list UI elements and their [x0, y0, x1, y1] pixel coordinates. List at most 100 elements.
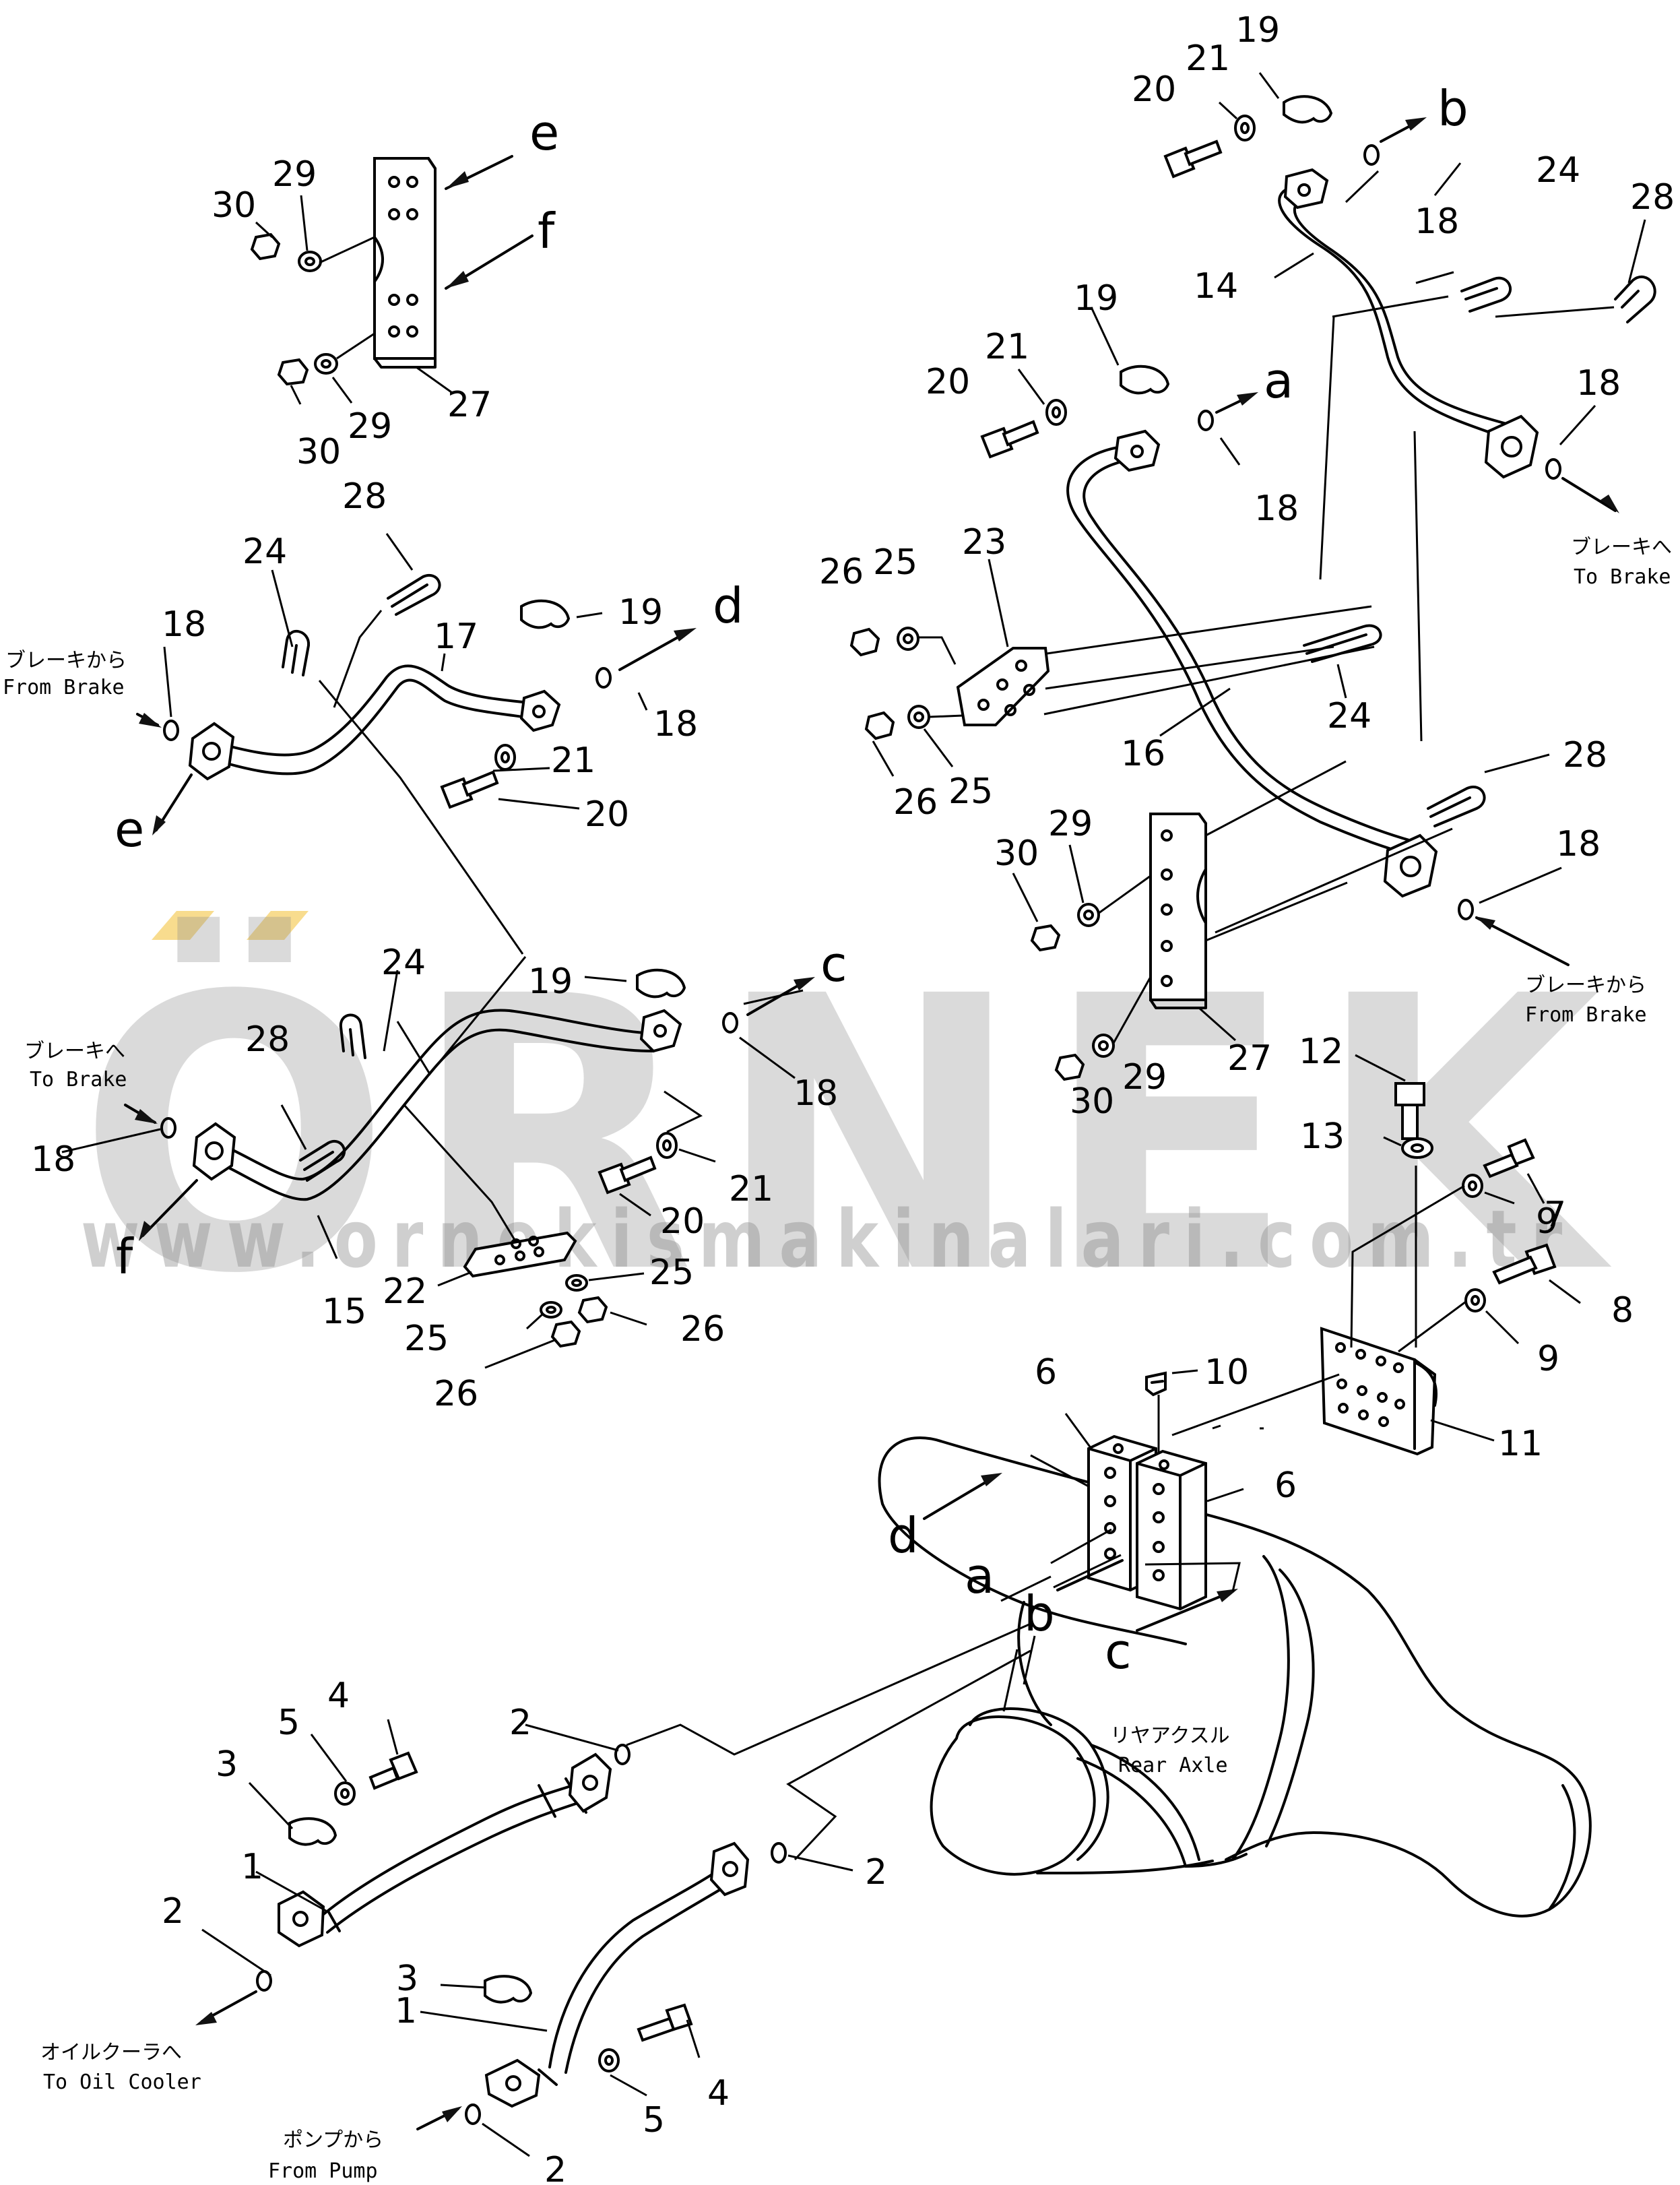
watermark-url: www.ornekismakinalari.com.tr: [81, 1193, 1576, 1286]
bolt-20: [440, 770, 499, 809]
callout-21: 21: [985, 327, 1029, 367]
callout-29: 29: [272, 154, 317, 195]
callout-16: 16: [1121, 734, 1165, 774]
callout-10: 10: [1204, 1352, 1249, 1393]
u-bolt-24: [282, 630, 311, 676]
plate-22: [463, 1231, 577, 1278]
callout-3: 3: [216, 1744, 238, 1785]
plate-27-left: [373, 157, 437, 360]
washer-25: [907, 705, 930, 729]
callout-3: 3: [396, 1959, 418, 1999]
watermark-accent-mark: [152, 911, 309, 940]
flange-14-bottom: [1484, 414, 1539, 479]
callout-7: 7: [1544, 1195, 1566, 1235]
note-from-brake-en: From Brake: [1525, 1003, 1647, 1027]
clamp-19: [1120, 365, 1170, 395]
u-bolt-24: [339, 1013, 366, 1059]
callout-18: 18: [653, 704, 698, 745]
nut-30: [277, 358, 309, 386]
flange-15-right: [639, 1009, 682, 1053]
u-bolt-24: [1303, 624, 1382, 663]
callout-18: 18: [794, 1073, 838, 1114]
conn-label-b: b: [1024, 1585, 1055, 1642]
callout-1: 1: [241, 1847, 263, 1887]
callout-28: 28: [342, 476, 387, 517]
callout-20: 20: [926, 362, 970, 402]
callout-17: 17: [434, 616, 478, 657]
callout-29: 29: [1122, 1057, 1167, 1098]
callout-25: 25: [873, 542, 917, 583]
callout-27: 27: [1227, 1038, 1272, 1079]
hose-1-fitting-bottom: [484, 2058, 541, 2108]
conn-label-d: d: [888, 1507, 919, 1564]
washer-5: [334, 1781, 356, 1806]
conn-label-f: f: [538, 203, 556, 259]
note-to-brake-en: To Brake: [30, 1068, 127, 1091]
nut-26: [849, 627, 880, 657]
callout-18: 18: [162, 604, 206, 645]
clamp-19: [520, 599, 571, 629]
callout-23: 23: [962, 522, 1006, 563]
callout-27: 27: [447, 385, 492, 425]
bolt-20: [597, 1155, 657, 1195]
callout-25: 25: [948, 771, 993, 812]
conn-label-e: e: [115, 801, 144, 858]
callout-2: 2: [162, 1891, 184, 1932]
callout-20: 20: [660, 1201, 705, 1242]
note-rear-axle-en: Rear Axle: [1118, 1754, 1228, 1777]
callout-24: 24: [381, 943, 426, 983]
bolt-8: [1492, 1243, 1557, 1285]
callout-19: 19: [618, 592, 663, 633]
nut-30: [250, 232, 281, 261]
callout-29: 29: [348, 406, 392, 447]
conn-label-f: f: [116, 1228, 134, 1285]
callout-18: 18: [1254, 488, 1299, 529]
callout-26: 26: [680, 1309, 725, 1350]
clamp-19: [1283, 95, 1333, 124]
callout-21: 21: [551, 740, 595, 781]
u-bolt-28: [1614, 275, 1656, 323]
hose-1-fitting-top: [709, 1841, 750, 1897]
note-from-brake-jp: ブレーキから: [1525, 974, 1646, 997]
note-rear-axle-jp: リヤアクスル: [1110, 1724, 1230, 1748]
note-from-brake-jp: ブレーキから: [5, 649, 127, 672]
washer-25: [565, 1274, 588, 1292]
callout-28: 28: [1630, 177, 1675, 218]
washer-21: [656, 1132, 678, 1159]
callout-6: 6: [1035, 1352, 1057, 1393]
rear-axle-housing: [878, 1436, 1592, 1918]
clamp-19: [636, 968, 686, 999]
callout-26: 26: [434, 1374, 478, 1414]
top-right-group: b 20 21 19 18 14 24 28 18 ブレーキへ To Brake…: [819, 10, 1675, 1122]
flange-15-left: [192, 1122, 236, 1181]
nut-30: [1030, 924, 1061, 952]
bracket-11-group: 12 13 7 9 8 9 10 11: [1145, 1032, 1634, 1481]
pipe-17-group: 18 ブレーキから From Brake 24 28 17 19 d 18 21…: [3, 476, 744, 955]
note-to-brake-en: To Brake: [1574, 565, 1671, 589]
bolt-20: [1163, 139, 1223, 179]
conn-label-c: c: [1105, 1623, 1132, 1680]
callout-19: 19: [528, 961, 573, 1002]
flange-17-right: [519, 689, 561, 732]
note-from-pump-en: From Pump: [268, 2159, 378, 2183]
note-from-brake-en: From Brake: [3, 676, 125, 699]
nut-30: [1054, 1053, 1085, 1081]
washer-29: [298, 251, 322, 272]
callout-2: 2: [509, 1703, 531, 1743]
callout-5: 5: [278, 1703, 300, 1743]
washer-29: [1092, 1034, 1115, 1058]
callout-24: 24: [243, 532, 287, 572]
callout-4: 4: [327, 1676, 350, 1716]
watermark-brand: ÖRNEK: [77, 913, 1620, 1356]
washer-13: [1401, 1137, 1433, 1159]
washer-25: [897, 627, 919, 651]
clamp-3: [484, 1975, 533, 2004]
callout-2: 2: [865, 1852, 887, 1893]
callout-20: 20: [585, 794, 629, 835]
hose-1-fitting-bottom: [278, 1890, 325, 1948]
callout-26: 26: [893, 782, 938, 823]
nut-26: [577, 1296, 608, 1324]
u-bolt-28: [1427, 786, 1486, 827]
hose-group: 2 2 2 2 3 3 5 5 4 4 1 1 オイルクーラへ To Oil C…: [40, 1622, 1031, 2185]
